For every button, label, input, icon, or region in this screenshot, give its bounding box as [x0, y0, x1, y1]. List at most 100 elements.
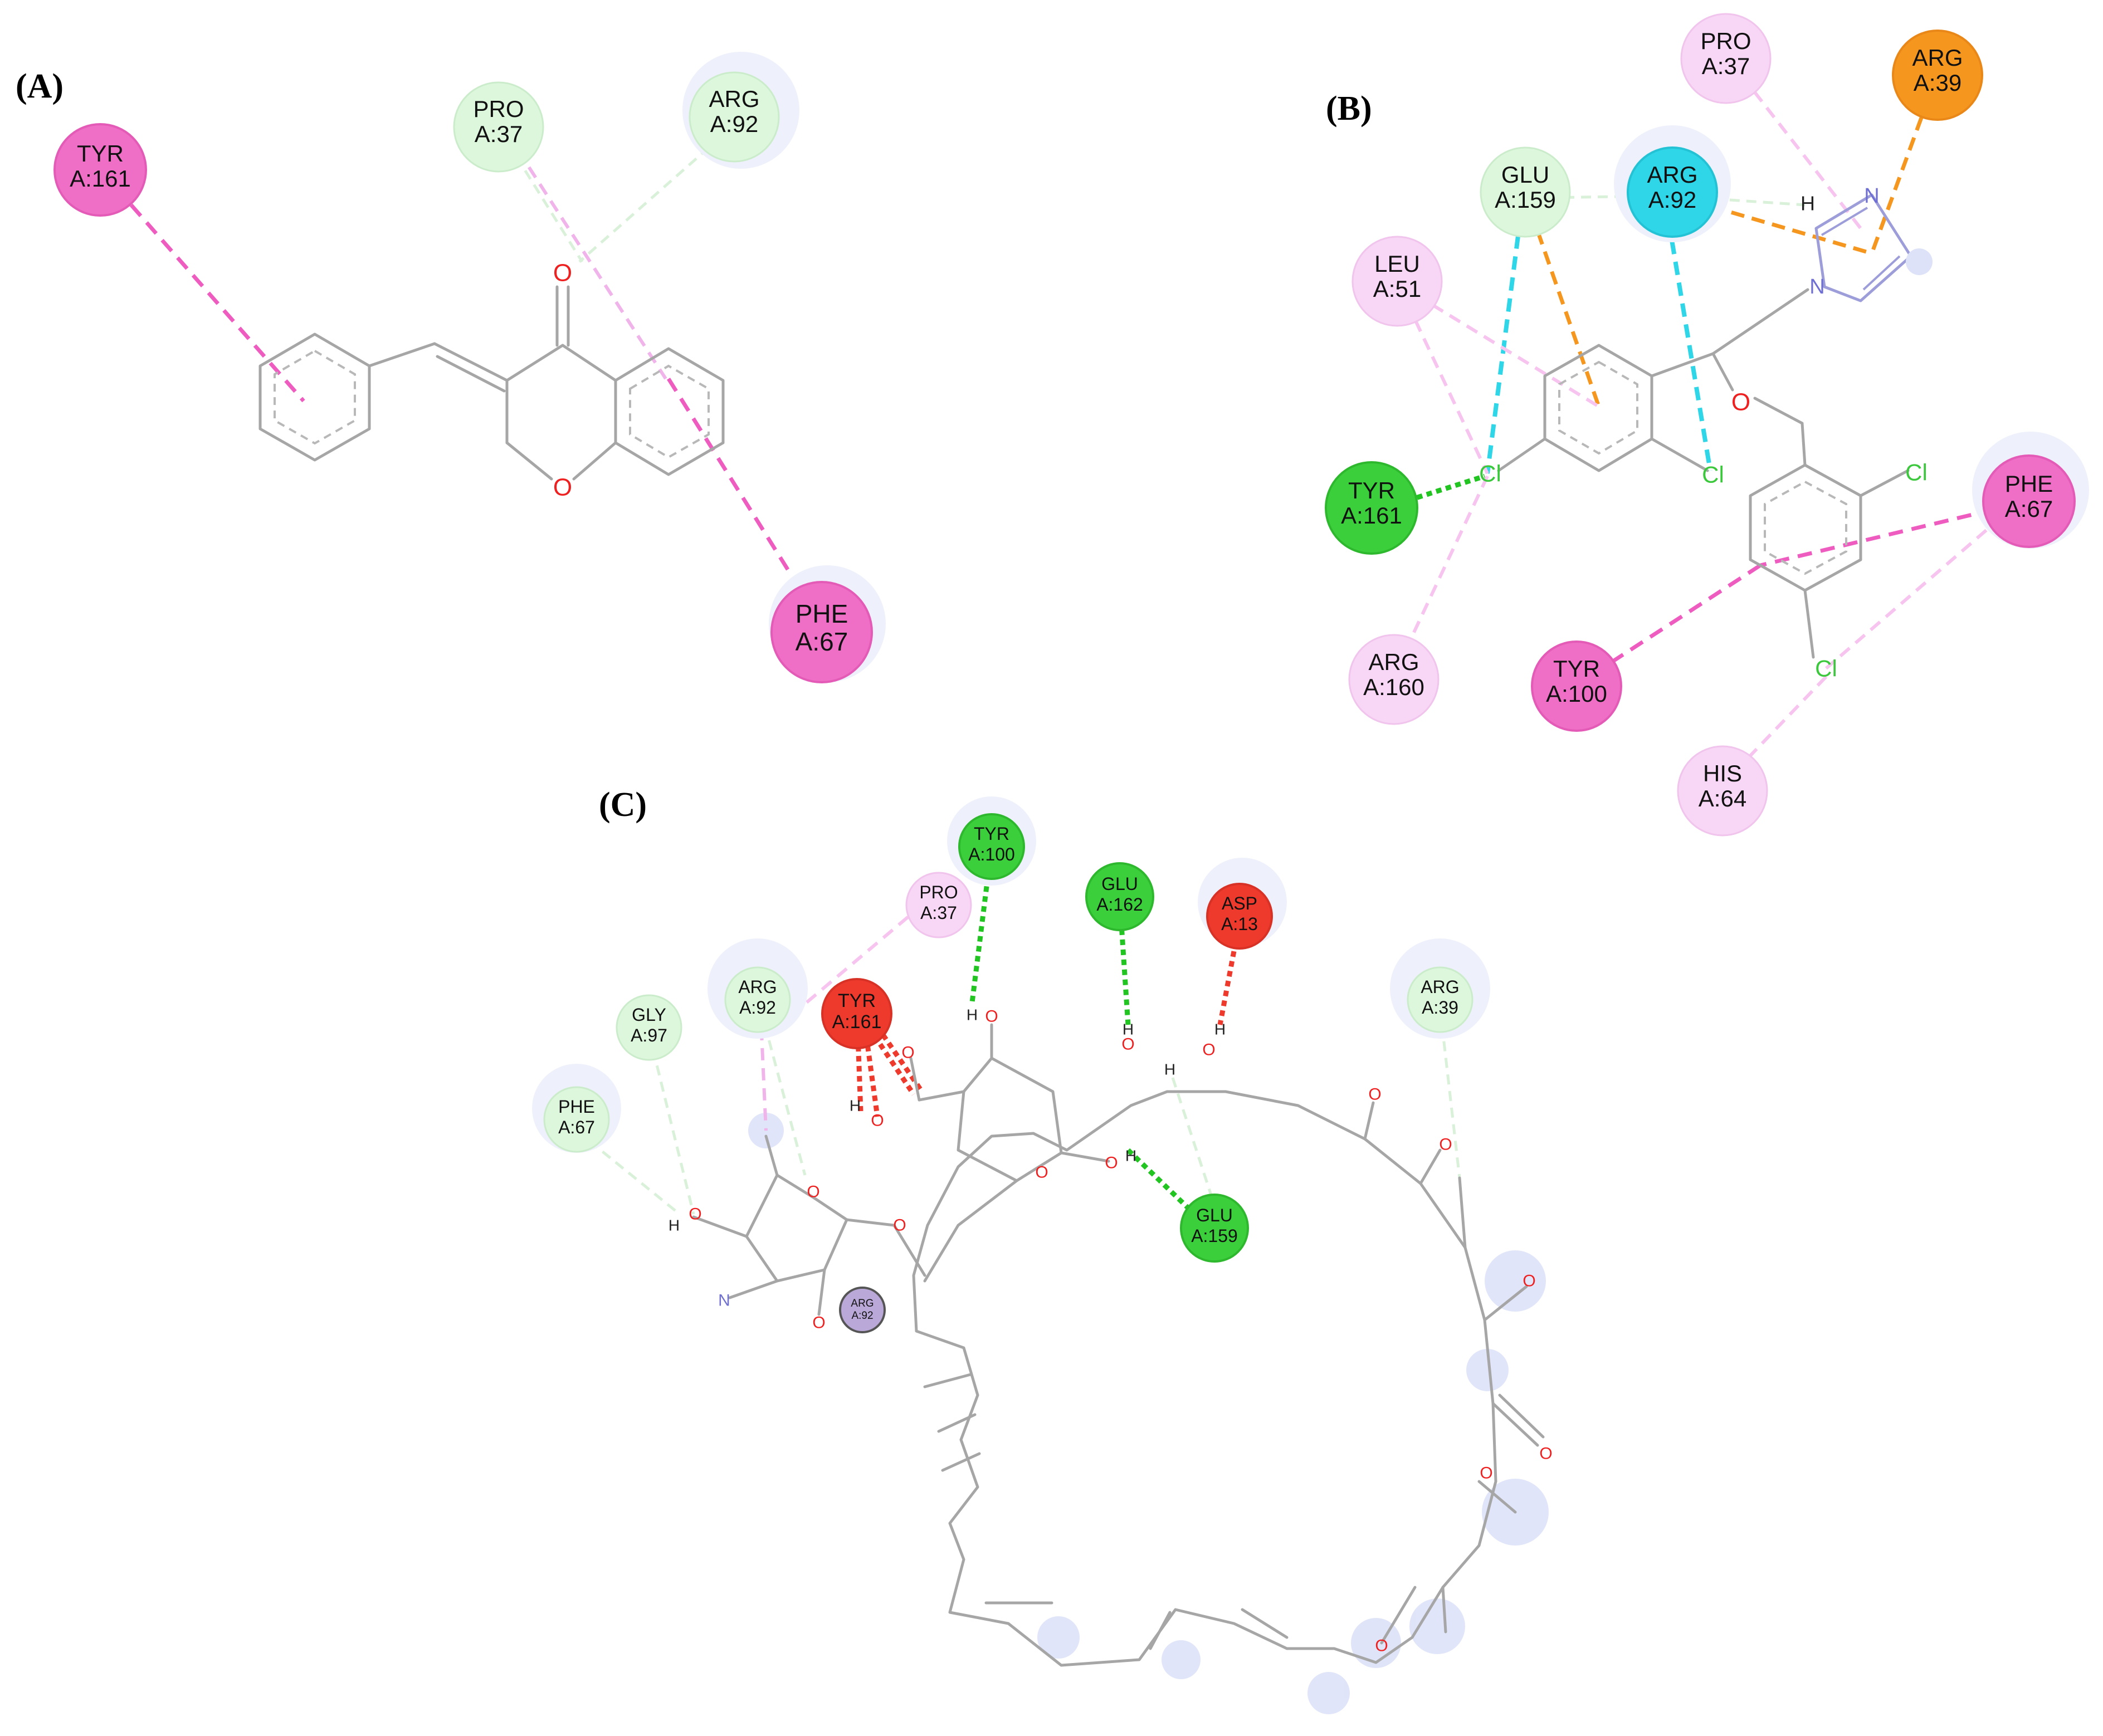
- atom-o-label: O: [1731, 389, 1750, 416]
- svg-text:A:162: A:162: [1096, 894, 1143, 915]
- svg-text:A:161: A:161: [1341, 502, 1402, 529]
- residue-glu162: GLU A:162: [1085, 862, 1154, 931]
- svg-text:H: H: [1164, 1061, 1175, 1078]
- svg-text:O: O: [1121, 1035, 1134, 1054]
- panel-label-b: (B): [1326, 90, 1372, 128]
- halogen-line: [1485, 214, 1523, 474]
- pi-alkyl-line: [516, 149, 667, 380]
- residue-phe67: PHE A:67: [532, 1064, 621, 1153]
- svg-text:A:13: A:13: [1221, 914, 1258, 934]
- svg-text:A:51: A:51: [1373, 276, 1421, 302]
- svg-text:O: O: [1105, 1154, 1118, 1172]
- svg-text:PRO: PRO: [473, 96, 524, 122]
- unfavorable-line: [1217, 921, 1242, 1025]
- svg-text:A:97: A:97: [631, 1025, 667, 1045]
- svg-text:A:67: A:67: [558, 1117, 595, 1137]
- residue-pro37: PRO A:37: [1680, 13, 1772, 104]
- vdw-line: [578, 135, 723, 263]
- svg-text:A:64: A:64: [1699, 785, 1746, 811]
- atom-o-label: O: [553, 260, 572, 287]
- residue-arg92: ARG A:92: [707, 938, 808, 1039]
- svg-text:TYR: TYR: [974, 824, 1009, 844]
- ligand-a: O O: [258, 260, 725, 501]
- svg-text:ARG: ARG: [709, 86, 759, 112]
- vdw-line: [647, 1033, 695, 1215]
- svg-text:A:92: A:92: [851, 1310, 873, 1322]
- residue-pro37: PRO A:37: [453, 81, 544, 173]
- residue-tyr161: TYR A:161: [1325, 461, 1418, 555]
- svg-text:ASP: ASP: [1222, 893, 1257, 913]
- svg-text:GLU: GLU: [1101, 874, 1138, 894]
- svg-text:GLU: GLU: [1196, 1205, 1233, 1225]
- ligand-b: Cl Cl O N N H Cl Cl: [1479, 184, 1933, 682]
- svg-text:H: H: [850, 1097, 861, 1114]
- svg-text:A:100: A:100: [1546, 681, 1607, 707]
- residue-arg39: ARG A:39: [1390, 938, 1490, 1039]
- residue-leu51: LEU A:51: [1351, 236, 1443, 327]
- svg-text:A:92: A:92: [1648, 187, 1696, 213]
- svg-text:ARG: ARG: [1912, 45, 1963, 71]
- atom-cl-label: Cl: [1702, 462, 1724, 488]
- svg-text:A:67: A:67: [2005, 496, 2053, 522]
- vdw-line: [759, 1008, 807, 1176]
- svg-text:PRO: PRO: [919, 882, 958, 902]
- svg-text:O: O: [1368, 1085, 1381, 1104]
- svg-text:O: O: [893, 1216, 906, 1235]
- svg-text:TYR: TYR: [77, 140, 124, 167]
- svg-text:H: H: [967, 1006, 978, 1024]
- hbond-line: [1378, 473, 1486, 512]
- svg-text:N: N: [718, 1292, 730, 1310]
- atom-o-label: O: [553, 474, 572, 501]
- svg-text:GLY: GLY: [632, 1005, 666, 1025]
- pi-alkyl-line: [1397, 283, 1489, 475]
- svg-text:A:160: A:160: [1363, 674, 1424, 700]
- pi-pi-line: [1760, 502, 2017, 568]
- svg-text:O: O: [1439, 1136, 1452, 1154]
- panel-a: O O TYR A:161 PRO A:37 ARG A:92 PHE A:67: [53, 52, 886, 683]
- pi-alkyl-line: [1825, 502, 2018, 670]
- pi-pi-line: [667, 378, 809, 603]
- atom-cl-label: Cl: [1905, 459, 1928, 486]
- svg-text:O: O: [807, 1183, 819, 1201]
- svg-text:ARG: ARG: [1647, 162, 1697, 188]
- svg-text:A:92: A:92: [710, 111, 758, 137]
- svg-text:H: H: [1214, 1021, 1226, 1038]
- svg-text:A:37: A:37: [475, 121, 523, 147]
- svg-text:A:92: A:92: [739, 997, 776, 1018]
- svg-text:A:159: A:159: [1191, 1226, 1238, 1246]
- svg-text:PHE: PHE: [796, 599, 848, 628]
- svg-text:A:159: A:159: [1495, 187, 1556, 213]
- svg-text:H: H: [669, 1217, 680, 1234]
- residue-gly97: GLY A:97: [616, 994, 682, 1061]
- svg-text:ARG: ARG: [1421, 977, 1459, 997]
- svg-text:TYR: TYR: [838, 990, 876, 1011]
- pi-alkyl-line: [1728, 59, 1862, 229]
- atom-cl-label: Cl: [1815, 656, 1837, 682]
- svg-text:PRO: PRO: [1700, 28, 1751, 54]
- svg-text:O: O: [689, 1205, 701, 1224]
- svg-text:O: O: [1375, 1637, 1388, 1655]
- residue-glu159: GLU A:159: [1180, 1194, 1249, 1263]
- svg-text:H: H: [1125, 1147, 1136, 1165]
- svg-text:O: O: [1035, 1163, 1048, 1182]
- residue-arg92: ARG A:92: [1614, 125, 1731, 242]
- svg-text:HIS: HIS: [1703, 760, 1742, 786]
- atom-cl-label: Cl: [1479, 461, 1501, 487]
- residue-arg160: ARG A:160: [1348, 634, 1440, 725]
- residue-pro37: PRO A:37: [905, 872, 972, 938]
- svg-text:A:37: A:37: [920, 903, 957, 923]
- svg-text:A:37: A:37: [1702, 53, 1750, 79]
- svg-text:O: O: [1539, 1445, 1552, 1463]
- hbond-line: [969, 846, 994, 1003]
- svg-text:A:39: A:39: [1422, 997, 1458, 1018]
- residue-arg39: ARG A:39: [1892, 30, 1983, 121]
- panel-label-c: (C): [599, 786, 647, 824]
- svg-text:A:161: A:161: [832, 1011, 882, 1033]
- svg-text:GLU: GLU: [1501, 162, 1549, 188]
- panel-b: Cl Cl O N N H Cl Cl: [1325, 13, 2089, 837]
- svg-text:O: O: [1202, 1041, 1215, 1059]
- svg-text:ARG: ARG: [738, 977, 777, 997]
- pi-cation-line: [1529, 211, 1601, 408]
- svg-text:O: O: [985, 1008, 998, 1026]
- exposure-halos: [748, 1113, 1549, 1714]
